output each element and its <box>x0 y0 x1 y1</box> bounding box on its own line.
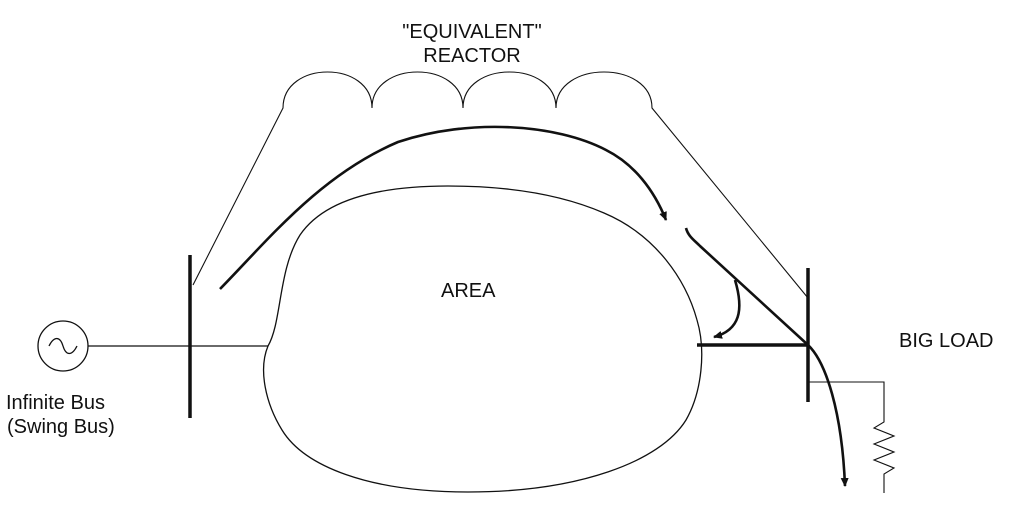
area-region <box>262 185 703 493</box>
ac-source-icon <box>37 320 89 372</box>
reactor-label-line2: REACTOR <box>423 45 521 67</box>
resistor-icon <box>808 381 896 493</box>
infinite-bus-label-line2: (Swing Bus) <box>7 416 115 438</box>
big-load-label: BIG LOAD <box>899 330 994 352</box>
flow-arrow-to-load <box>684 227 849 487</box>
flow-arrow-into-area <box>713 279 741 339</box>
reactor-label-line1: "EQUIVALENT" <box>402 21 542 43</box>
area-label: AREA <box>441 280 496 302</box>
infinite-bus-label-line1: Infinite Bus <box>6 392 105 414</box>
flow-arrow-over-reactor <box>219 125 668 290</box>
inductor-coil-icon <box>192 71 809 299</box>
